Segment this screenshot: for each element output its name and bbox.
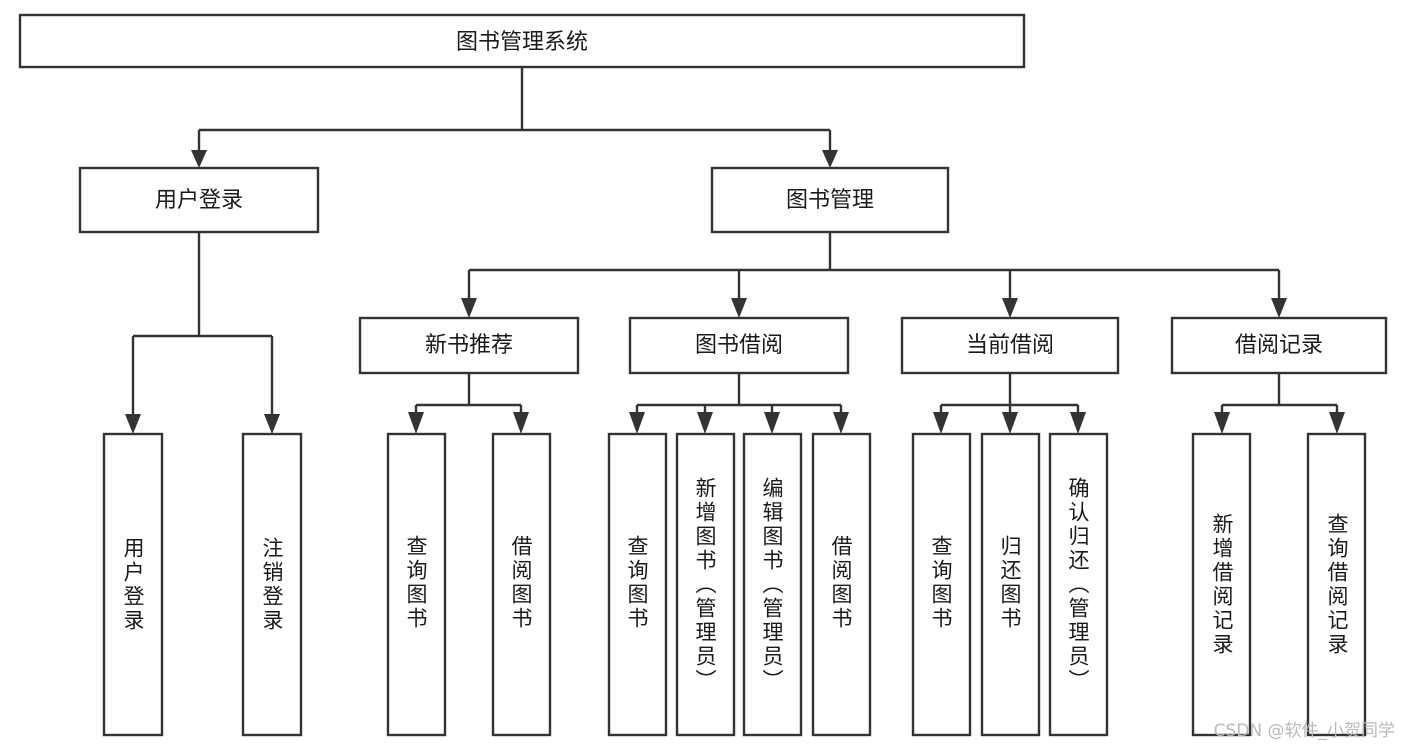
arrowhead-leaf-add-book xyxy=(697,412,713,434)
arrowhead-borrow-record xyxy=(1271,298,1287,318)
node-leaf-edit-book[interactable]: 编辑图书（管理员） xyxy=(742,432,803,737)
node-leaf-user-login-box[interactable] xyxy=(102,432,164,737)
arrowhead-leaf-query-book-3 xyxy=(933,412,949,434)
node-borrow-record[interactable]: 借阅记录 xyxy=(1170,316,1388,375)
arrowhead-leaf-borrow-book-1 xyxy=(513,412,529,434)
arrowhead-current-borrow xyxy=(1002,298,1018,318)
node-current-borrow-label: 当前借阅 xyxy=(966,333,1054,358)
node-leaf-user-logout-box[interactable] xyxy=(241,432,303,737)
node-leaf-confirm-return[interactable]: 确认归还（管理员） xyxy=(1048,432,1109,737)
node-leaf-return-book-label: 归还图书 xyxy=(998,535,1022,631)
node-borrow-record-box[interactable] xyxy=(1170,316,1388,375)
arrowhead-book-borrow xyxy=(731,298,747,318)
node-leaf-query-record[interactable]: 查询借阅记录 xyxy=(1306,432,1367,737)
node-leaf-borrow-book-1-label: 借阅图书 xyxy=(509,535,533,631)
node-leaf-return-book-box[interactable] xyxy=(980,432,1041,737)
node-new-book-rec-box[interactable] xyxy=(358,316,580,375)
node-leaf-borrow-book-1[interactable]: 借阅图书 xyxy=(491,432,552,737)
connector-layer xyxy=(125,67,1345,434)
node-borrow-record-label: 借阅记录 xyxy=(1235,333,1323,358)
node-leaf-query-book-1-box[interactable] xyxy=(386,432,447,737)
node-leaf-query-book-3[interactable]: 查询图书 xyxy=(911,432,972,737)
arrowhead-leaf-user-logout xyxy=(264,414,280,434)
node-leaf-user-logout[interactable]: 注销登录 xyxy=(241,432,303,737)
arrowhead-leaf-add-record xyxy=(1214,412,1230,434)
node-new-book-rec[interactable]: 新书推荐 xyxy=(358,316,580,375)
node-root-label: 图书管理系统 xyxy=(456,30,588,55)
arrowhead-leaf-borrow-book-2 xyxy=(833,412,849,434)
arrowhead-leaf-query-book-1 xyxy=(408,412,424,434)
node-current-borrow-box[interactable] xyxy=(900,316,1120,375)
node-leaf-query-book-2[interactable]: 查询图书 xyxy=(607,432,668,737)
node-leaf-query-book-3-label: 查询图书 xyxy=(929,535,953,631)
node-leaf-add-record[interactable]: 新增借阅记录 xyxy=(1191,432,1252,737)
node-leaf-edit-book-box[interactable] xyxy=(742,432,803,737)
node-leaf-return-book[interactable]: 归还图书 xyxy=(980,432,1041,737)
node-book-manage[interactable]: 图书管理 xyxy=(710,166,950,234)
node-book-borrow[interactable]: 图书借阅 xyxy=(628,316,850,375)
node-leaf-edit-book-label: 编辑图书（管理员） xyxy=(760,477,784,693)
node-leaf-query-record-label: 查询借阅记录 xyxy=(1325,513,1349,657)
arrowhead-leaf-query-record xyxy=(1329,412,1345,434)
node-leaf-user-login-label: 用户登录 xyxy=(121,537,145,633)
node-leaf-borrow-book-1-box[interactable] xyxy=(491,432,552,737)
node-leaf-add-book-label: 新增图书（管理员） xyxy=(693,477,717,693)
node-new-book-rec-label: 新书推荐 xyxy=(425,333,513,358)
node-leaf-add-book-box[interactable] xyxy=(675,432,736,737)
node-book-manage-label: 图书管理 xyxy=(786,188,874,213)
node-leaf-add-book[interactable]: 新增图书（管理员） xyxy=(675,432,736,737)
node-user-login-box[interactable] xyxy=(78,166,320,234)
arrowhead-user-login xyxy=(191,150,207,168)
node-leaf-query-book-2-label: 查询图书 xyxy=(625,535,649,631)
node-leaf-query-book-1-label: 查询图书 xyxy=(404,535,428,631)
node-leaf-borrow-book-2-box[interactable] xyxy=(811,432,872,737)
arrowhead-leaf-confirm-return xyxy=(1070,412,1086,434)
node-leaf-borrow-book-2-label: 借阅图书 xyxy=(829,535,853,631)
node-current-borrow[interactable]: 当前借阅 xyxy=(900,316,1120,375)
node-leaf-query-book-1[interactable]: 查询图书 xyxy=(386,432,447,737)
node-leaf-confirm-return-label: 确认归还（管理员） xyxy=(1066,477,1090,693)
arrowhead-leaf-user-login xyxy=(125,414,141,434)
node-leaf-confirm-return-box[interactable] xyxy=(1048,432,1109,737)
node-root[interactable]: 图书管理系统 xyxy=(18,13,1026,69)
node-leaf-query-book-3-box[interactable] xyxy=(911,432,972,737)
node-leaf-add-record-label: 新增借阅记录 xyxy=(1210,513,1234,657)
arrowhead-book-manage xyxy=(822,150,838,168)
node-leaf-add-record-box[interactable] xyxy=(1191,432,1252,737)
node-leaf-query-book-2-box[interactable] xyxy=(607,432,668,737)
node-book-manage-box[interactable] xyxy=(710,166,950,234)
arrowhead-leaf-query-book-2 xyxy=(629,412,645,434)
node-user-login-label: 用户登录 xyxy=(155,188,243,213)
node-leaf-user-logout-label: 注销登录 xyxy=(260,537,284,633)
node-book-borrow-box[interactable] xyxy=(628,316,850,375)
node-leaf-user-login[interactable]: 用户登录 xyxy=(102,432,164,737)
node-leaf-query-record-box[interactable] xyxy=(1306,432,1367,737)
arrowhead-leaf-edit-book xyxy=(764,412,780,434)
node-root-box[interactable] xyxy=(18,13,1026,69)
node-book-borrow-label: 图书借阅 xyxy=(695,333,783,358)
node-user-login[interactable]: 用户登录 xyxy=(78,166,320,234)
arrowhead-leaf-return-book xyxy=(1002,412,1018,434)
arrowhead-new-book-rec xyxy=(461,298,477,318)
node-leaf-borrow-book-2[interactable]: 借阅图书 xyxy=(811,432,872,737)
